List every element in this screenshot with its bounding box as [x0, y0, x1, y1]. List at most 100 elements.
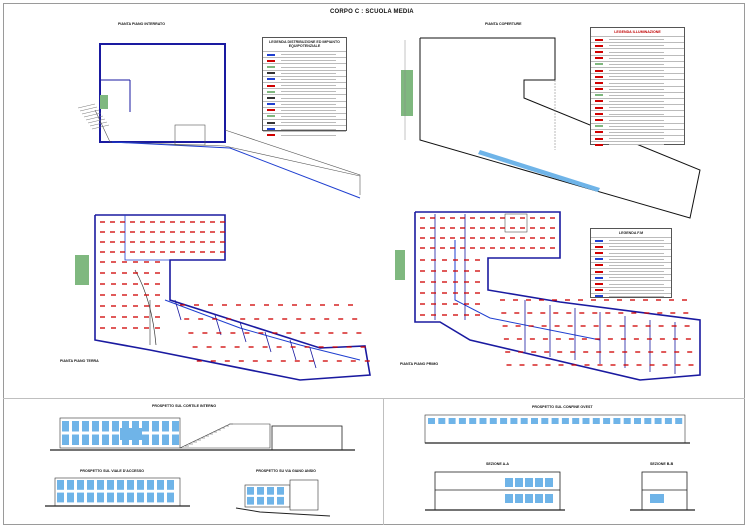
legend-symbol — [591, 81, 607, 84]
legend-row — [591, 286, 671, 293]
legend-row — [591, 255, 671, 262]
elev-confine-window — [479, 418, 487, 424]
section-aa-window — [525, 478, 533, 487]
legend-symbol — [591, 289, 607, 292]
legend-symbol — [263, 84, 279, 87]
stair-step — [87, 118, 106, 124]
room-wall — [309, 347, 317, 369]
stair-step — [81, 109, 100, 115]
legend-row — [591, 79, 684, 85]
green-area — [75, 255, 89, 285]
elev-confine-window — [675, 418, 683, 424]
legend-text-line — [609, 283, 664, 285]
elev-confine-window — [561, 418, 569, 424]
legend-text-line — [281, 85, 336, 86]
elev-viale-window — [147, 480, 154, 490]
legend-symbol — [263, 121, 279, 124]
legend-text-line — [609, 113, 664, 115]
legend-row — [263, 112, 346, 119]
elev-confine-window — [634, 418, 641, 424]
elev-cortile-window — [162, 434, 169, 445]
legend-text-line — [609, 240, 664, 241]
room-wall — [214, 314, 222, 336]
legend-symbol — [263, 103, 279, 106]
legend-row — [263, 100, 346, 107]
legend-text-line — [609, 252, 664, 254]
section-divider — [3, 398, 745, 399]
legend-text-line — [609, 88, 664, 90]
stair-step — [77, 103, 96, 109]
legend-text-line — [609, 295, 664, 297]
legend-text-line — [609, 51, 664, 53]
roof-outline — [419, 37, 701, 219]
legend-symbol — [263, 109, 279, 112]
ground-line — [235, 507, 331, 517]
ramp-edge — [94, 109, 361, 177]
legend-row — [591, 85, 684, 92]
room-wall — [264, 331, 272, 353]
legend-symbol — [591, 44, 607, 47]
legend-symbol — [591, 239, 607, 242]
legend-row — [591, 274, 671, 280]
cable-line — [454, 240, 601, 341]
legend-row — [591, 116, 684, 122]
elev-cortile-window — [72, 421, 79, 432]
legend-text-line — [609, 45, 664, 47]
legend-symbol — [591, 270, 607, 273]
plan-title-coperture: PIANTA COPERTURE — [485, 22, 522, 26]
section-aa-window — [525, 494, 533, 503]
legend-symbol — [591, 75, 607, 78]
elev-cortile-window — [102, 434, 109, 445]
elev-title-cortile: PROSPETTO SUL CORTILE INTERNO — [152, 404, 217, 408]
elev-viale-window — [117, 492, 124, 503]
elev-cortile-window — [92, 434, 99, 445]
elev-cortile-window — [152, 421, 159, 432]
legend-row — [591, 249, 671, 255]
elev-viale-window — [57, 492, 64, 503]
legend-row — [591, 104, 684, 110]
legend-symbol — [591, 38, 607, 41]
elev-viale-window — [157, 492, 164, 503]
legend-row — [591, 42, 684, 48]
legend-row — [263, 69, 346, 76]
green-area — [395, 250, 405, 280]
legend-text-line — [281, 91, 336, 93]
elev-cortile-window — [92, 421, 99, 432]
legend-symbol — [263, 134, 279, 137]
legend-text-line — [609, 101, 664, 102]
elev-viale-window — [107, 480, 114, 490]
elev-viale-window — [117, 480, 124, 490]
legend-symbol — [591, 94, 607, 97]
section-aa-window — [535, 494, 543, 503]
elev-cortile-window — [72, 434, 79, 445]
plan-title-interrato: PIANTA PIANO INTERRATO — [118, 22, 165, 26]
elev-via-giano-window — [267, 487, 274, 495]
legend-row — [263, 81, 346, 88]
elev-confine-window — [489, 418, 497, 424]
elev-confine-window — [582, 418, 590, 424]
sheet-title: CORPO C : SCUOLA MEDIA — [330, 9, 414, 15]
legend-symbol — [591, 119, 607, 122]
legend-row — [591, 280, 671, 286]
stair-step — [89, 121, 108, 127]
legend-symbol — [263, 115, 279, 118]
legend-symbol — [591, 251, 607, 254]
elev-cortile-window — [172, 421, 179, 432]
legend-text-line — [609, 271, 664, 272]
legend-text-line — [609, 258, 664, 260]
section-aa-window — [515, 478, 523, 487]
elev-via-giano-window — [257, 487, 264, 495]
legend-row — [263, 119, 346, 125]
elev-cortile-window — [102, 421, 109, 432]
legend-symbol — [591, 143, 607, 146]
elev-cortile-window — [122, 421, 129, 432]
elev-confine-window — [531, 418, 538, 424]
elev-via-giano-block — [289, 479, 319, 511]
ground-curve — [134, 269, 157, 346]
legend-symbol — [263, 127, 279, 130]
elev-confine-window — [592, 418, 600, 424]
elev-viale-window — [137, 480, 144, 490]
legend-symbol — [591, 264, 607, 267]
elev-cortile-window — [62, 421, 69, 432]
elev-via-giano-window — [257, 496, 264, 505]
